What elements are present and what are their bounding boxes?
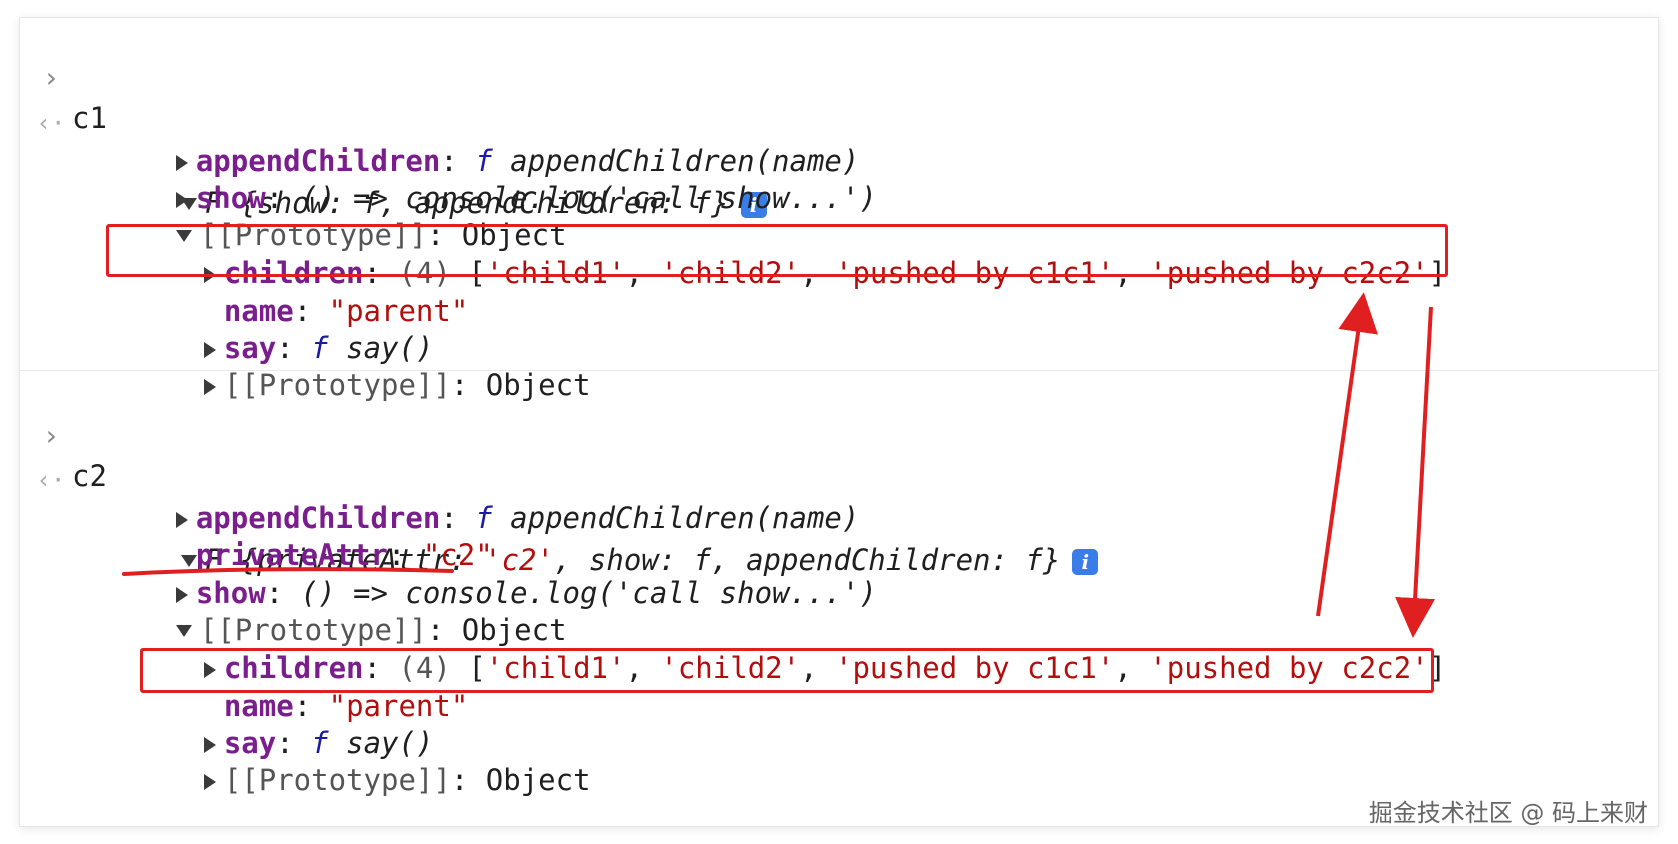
function-signature: appendChildren(name) [510,144,860,178]
function-symbol: f [311,331,329,365]
property-value: "parent" [328,294,469,328]
console-command: c1 [72,101,107,135]
prototype-key: [[Prototype]] [223,368,451,402]
property-row[interactable]: say: f say() [134,683,433,760]
array-count: (4) [398,651,451,685]
function-signature: say() [346,726,434,760]
result-arrow-icon: ‹· [36,466,66,494]
expand-toggle-icon[interactable] [203,662,216,678]
function-symbol: f [475,501,493,535]
property-row[interactable]: show: () => console.log('call show...') [106,138,877,215]
expand-toggle-icon[interactable] [203,342,216,358]
prototype-value: Object [485,763,591,797]
console-input-row: › c1 [20,18,107,135]
array-item: 'pushed by c2c2' [1149,256,1429,290]
console-result-row[interactable]: ‹· F {privateAttr: 'c2', show: f, append… [20,420,1099,577]
console-result-row[interactable]: ‹· F {show: f, appendChildren: f} i [20,63,767,220]
console-command: c2 [72,459,107,493]
prototype-row[interactable]: [[Prototype]]: Object [134,720,591,797]
info-icon[interactable]: i [740,192,767,218]
function-signature: say() [346,331,434,365]
array-item: 'child2' [660,256,801,290]
array-item: 'child1' [485,651,626,685]
result-arrow-icon: ‹· [36,109,66,137]
property-row[interactable]: appendChildren: f appendChildren(name) [106,458,859,535]
expand-toggle-icon[interactable] [175,155,188,171]
prototype-row[interactable]: [[Prototype]]: Object [134,325,591,402]
console-panel: › c1 ‹· F {show: f, appendChildren: f}i … [20,18,1658,826]
property-key: appendChildren [195,501,441,535]
expand-toggle-icon[interactable] [175,587,188,603]
property-key: say [223,331,277,365]
array-count: (4) [398,256,451,290]
property-key: name [223,689,294,723]
property-row[interactable]: appendChildren: f appendChildren(name) [106,101,859,178]
property-key: say [223,726,277,760]
expand-toggle-icon[interactable] [203,774,216,790]
expand-toggle-icon[interactable] [175,230,192,242]
console-input-row: › c2 [20,376,107,493]
property-value: "parent" [328,689,469,723]
function-signature: appendChildren(name) [510,501,860,535]
prototype-key: [[Prototype]] [223,763,451,797]
array-item: 'child2' [660,651,801,685]
expand-toggle-icon[interactable] [180,555,197,567]
prompt-chevron-icon: › [42,61,60,94]
function-symbol: f [311,726,329,760]
prototype-key: [[Prototype]] [199,218,427,252]
prompt-chevron-icon: › [42,419,60,452]
highlight-box-c2-children [140,648,1434,693]
property-value: "c2" [422,538,493,572]
expand-toggle-icon[interactable] [175,192,188,208]
property-key: children [223,651,364,685]
highlight-box-c1-children [106,224,1448,277]
prototype-value: Object [461,218,567,252]
property-key: appendChildren [195,144,441,178]
property-row[interactable]: children: (4) ['child1', 'child2', 'push… [134,213,1446,290]
function-symbol: f [475,144,493,178]
array-item: 'pushed by c1c1' [835,256,1115,290]
property-row: privateAttr: "c2" [195,538,493,572]
expand-toggle-icon[interactable] [203,737,216,753]
property-row[interactable]: say: f say() [134,288,433,365]
expand-toggle-icon[interactable] [175,625,192,637]
prototype-key: [[Prototype]] [199,613,427,647]
row-divider [20,370,1658,371]
property-key: privateAttr [195,538,388,572]
array-item: 'pushed by c2c2' [1149,651,1429,685]
property-row[interactable]: show: () => console.log('call show...') [106,533,877,610]
info-icon[interactable]: i [1072,549,1099,575]
property-value: () => console.log('call show...') [300,181,877,215]
prototype-row[interactable]: [[Prototype]]: Object [106,175,567,252]
prototype-row[interactable]: [[Prototype]]: Object [106,570,567,647]
property-row: name: "parent" [223,689,469,723]
property-key: name [223,294,294,328]
array-item: 'pushed by c1c1' [835,651,1115,685]
prototype-value: Object [461,613,567,647]
array-item: 'child1' [485,256,626,290]
property-row[interactable]: children: (4) ['child1', 'child2', 'push… [134,608,1446,685]
object-summary: F {show: f, appendChildren: f} [204,186,729,220]
watermark: 掘金技术社区 @ 码上来财 [1368,799,1648,827]
property-row: name: "parent" [223,294,469,328]
expand-toggle-icon[interactable] [203,379,216,395]
property-key: show [195,576,266,610]
prototype-value: Object [485,368,591,402]
expand-toggle-icon[interactable] [175,512,188,528]
property-key: show [195,181,266,215]
property-key: children [223,256,364,290]
property-value: () => console.log('call show...') [300,576,877,610]
